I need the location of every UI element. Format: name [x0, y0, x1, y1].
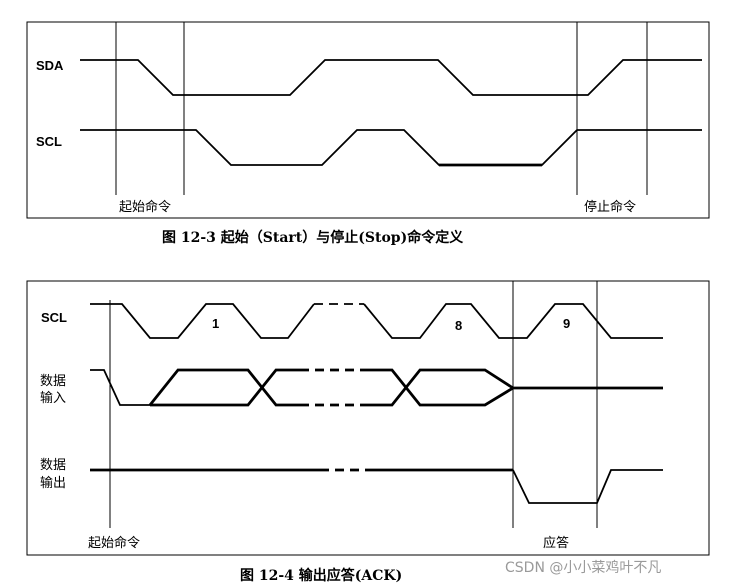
figure-start-stop: SDA SCL 起始命令 停止命令 图 12-3 起始（Start）与停止(St…: [26, 21, 710, 246]
data-in-label-line2: 输入: [40, 390, 66, 406]
start-command-label-2: 起始命令: [88, 535, 140, 551]
watermark: CSDN @小小菜鸡叶不凡: [505, 559, 661, 576]
scl-clock-waveform-1: [90, 303, 315, 339]
sda-waveform: [80, 59, 702, 96]
figure-ack: SCL 数据 输入 数据 输出 1 8 9 起始命令 应答: [26, 280, 710, 584]
data-input-waveform: [90, 368, 663, 407]
data-out-label-line2: 输出: [40, 475, 66, 491]
start-command-label: 起始命令: [119, 199, 171, 215]
clock-1-label: 1: [212, 316, 219, 331]
scl-clock-waveform-2: [363, 303, 663, 339]
clock-9-label: 9: [563, 316, 570, 331]
data-output-waveform: [90, 468, 663, 504]
figure2-caption: 图 12-4 输出应答(ACK): [240, 567, 402, 584]
sda-label: SDA: [36, 58, 64, 73]
clock-8-label: 8: [455, 318, 462, 333]
figure1-frame: [26, 21, 710, 219]
ack-label: 应答: [543, 535, 569, 551]
scl-label: SCL: [36, 134, 62, 149]
data-out-label-line1: 数据: [40, 458, 66, 473]
scl-waveform-low: [80, 129, 702, 166]
figure1-caption: 图 12-3 起始（Start）与停止(Stop)命令定义: [162, 229, 463, 246]
figure2-frame: [26, 280, 710, 556]
scl-label-2: SCL: [41, 310, 67, 325]
stop-command-label: 停止命令: [584, 199, 636, 215]
data-in-label-line1: 数据: [40, 374, 66, 389]
